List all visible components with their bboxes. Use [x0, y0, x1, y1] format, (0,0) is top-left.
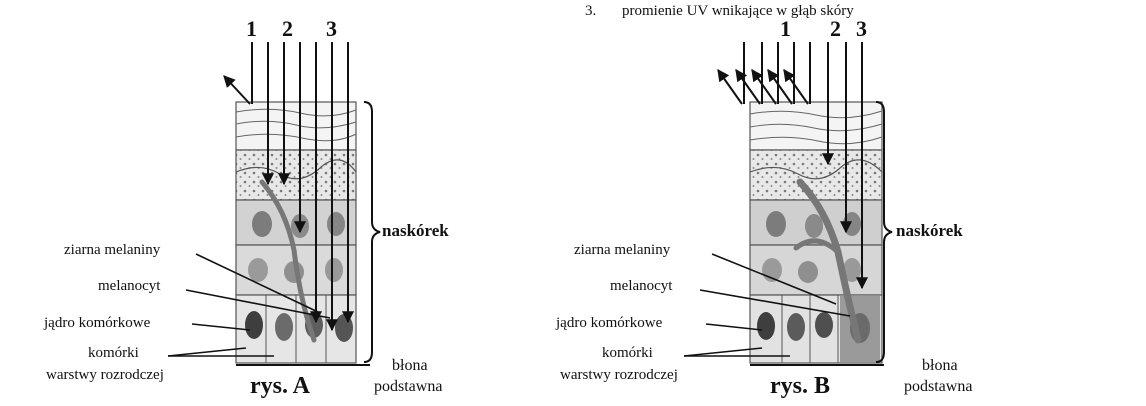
membrane-label-a-1: błona	[392, 357, 428, 374]
epidermis-tissue-b	[749, 101, 884, 366]
figure-title-a: rys. A	[250, 373, 311, 399]
epidermis-brace-a	[363, 101, 381, 363]
melanocyte-label-a: melanocyt	[98, 278, 161, 294]
figure-title-b: rys. B	[770, 373, 830, 399]
epidermis-brace-b	[875, 101, 893, 363]
membrane-label-b-1: błona	[922, 357, 958, 374]
epidermis-label-a: naskórek	[382, 221, 449, 240]
melanin-leader-b	[711, 253, 837, 305]
membrane-label-a-2: podstawna	[374, 378, 442, 395]
ray-label-3-a: 3	[326, 16, 337, 41]
basal-leader-b1	[683, 347, 763, 357]
nucleus-label-a: jądro komórkowe	[43, 315, 151, 331]
melanocyte-label-b: melanocyt	[610, 278, 673, 294]
uv-rays-b	[717, 42, 868, 290]
basal-label-b-1: komórki	[602, 345, 653, 361]
melanin-leader-a	[195, 253, 319, 313]
basal-label-a-1: komórki	[88, 345, 139, 361]
basal-leader-a1	[167, 347, 247, 357]
melanin-label-b: ziarna melaniny	[574, 242, 671, 258]
basal-label-a-2: warstwy rozrodczej	[46, 367, 164, 383]
caption-text: promienie UV wnikające w głąb skóry	[622, 3, 854, 19]
epidermis-label-b: naskórek	[896, 221, 963, 240]
melanocyte-leader-a	[185, 289, 331, 319]
ray-label-1-a: 1	[246, 16, 257, 41]
uv-rays-a	[223, 42, 354, 332]
caption-number: 3.	[585, 3, 596, 19]
melanocyte-leader-b	[699, 289, 851, 317]
nucleus-leader-b	[705, 323, 763, 331]
figure-b: 1 2 3 naskórek ziarna melaniny melanocyt…	[555, 16, 972, 399]
figure-a: 1 2 3 naskórek ziarna melaniny melanocyt…	[43, 16, 449, 399]
membrane-label-b-2: podstawna	[904, 378, 972, 395]
nucleus-label-b: jądro komórkowe	[555, 315, 663, 331]
ray-label-1-b: 1	[780, 16, 791, 41]
ray-label-2-a: 2	[282, 16, 293, 41]
basal-label-b-2: warstwy rozrodczej	[560, 367, 678, 383]
ray-label-2-b: 2	[830, 16, 841, 41]
melanin-label-a: ziarna melaniny	[64, 242, 161, 258]
ray-label-3-b: 3	[856, 16, 867, 41]
epidermis-tissue-a	[235, 101, 370, 366]
nucleus-leader-a	[191, 323, 251, 331]
